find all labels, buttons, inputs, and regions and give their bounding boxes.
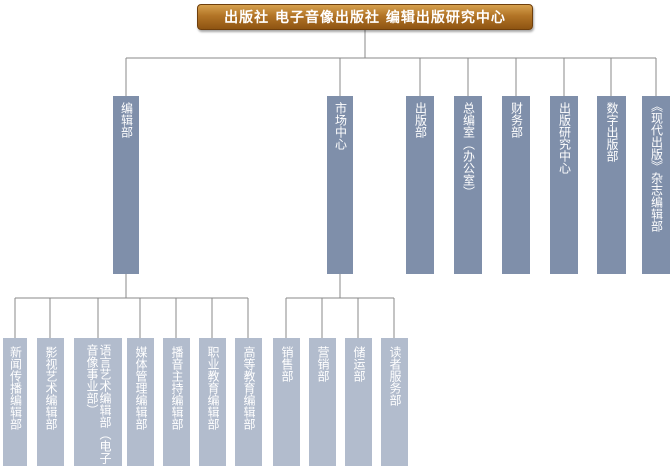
sub-sales: 销售部 bbox=[273, 338, 300, 466]
sub-news-editing: 新闻传播编辑部 bbox=[3, 338, 27, 466]
sub-film-editing-label: 影视艺术编辑部 bbox=[44, 346, 58, 430]
dept-digital: 数字出版部 bbox=[597, 96, 626, 274]
dept-chief-office: 总编室（办公室） bbox=[454, 96, 482, 274]
sub-vocational-editing: 职业教育编辑部 bbox=[199, 338, 226, 466]
sub-vocational-editing-label: 职业教育编辑部 bbox=[206, 346, 220, 430]
sub-reader-service-label: 读者服务部 bbox=[388, 346, 402, 406]
sub-marketing: 营销部 bbox=[309, 338, 336, 466]
sub-film-editing: 影视艺术编辑部 bbox=[37, 338, 64, 466]
dept-chief-office-label: 总编室（办公室） bbox=[461, 102, 476, 198]
sub-storage-label: 储运部 bbox=[352, 346, 366, 382]
sub-storage: 储运部 bbox=[345, 338, 372, 466]
sub-higher-ed-editing: 高等教育编辑部 bbox=[235, 338, 262, 466]
dept-market-center-label: 市场中心 bbox=[333, 102, 348, 150]
sub-media-editing-label: 媒体管理编辑部 bbox=[134, 346, 148, 430]
org-title: 出版社 电子音像出版社 编辑出版研究中心 bbox=[197, 4, 533, 30]
sub-media-editing: 媒体管理编辑部 bbox=[127, 338, 154, 466]
dept-digital-label: 数字出版部 bbox=[605, 102, 619, 162]
sub-language-editing-label: 语言艺术编辑部（电子音像事业部） bbox=[85, 344, 112, 464]
sub-higher-ed-editing-label: 高等教育编辑部 bbox=[242, 346, 256, 430]
sub-news-editing-label: 新闻传播编辑部 bbox=[8, 346, 23, 430]
dept-magazine-label: 《现代出版》杂志编辑部 bbox=[649, 100, 664, 232]
dept-finance-label: 财务部 bbox=[509, 102, 524, 138]
dept-finance: 财务部 bbox=[502, 96, 530, 274]
dept-publishing-label: 出版部 bbox=[413, 102, 428, 138]
dept-editing: 编辑部 bbox=[113, 96, 139, 274]
sub-sales-label: 销售部 bbox=[280, 346, 294, 382]
dept-market-center: 市场中心 bbox=[327, 96, 353, 274]
sub-broadcast-editing: 播音主持编辑部 bbox=[163, 338, 190, 466]
sub-broadcast-editing-label: 播音主持编辑部 bbox=[170, 346, 184, 430]
sub-marketing-label: 营销部 bbox=[316, 346, 330, 382]
dept-editing-label: 编辑部 bbox=[119, 102, 134, 138]
dept-publishing: 出版部 bbox=[406, 96, 434, 274]
dept-research-center: 出版研究中心 bbox=[550, 96, 578, 274]
dept-research-center-label: 出版研究中心 bbox=[557, 102, 572, 174]
sub-language-editing: 语言艺术编辑部（电子音像事业部） bbox=[74, 338, 122, 466]
sub-reader-service: 读者服务部 bbox=[381, 338, 408, 466]
dept-magazine: 《现代出版》杂志编辑部 bbox=[642, 96, 670, 274]
